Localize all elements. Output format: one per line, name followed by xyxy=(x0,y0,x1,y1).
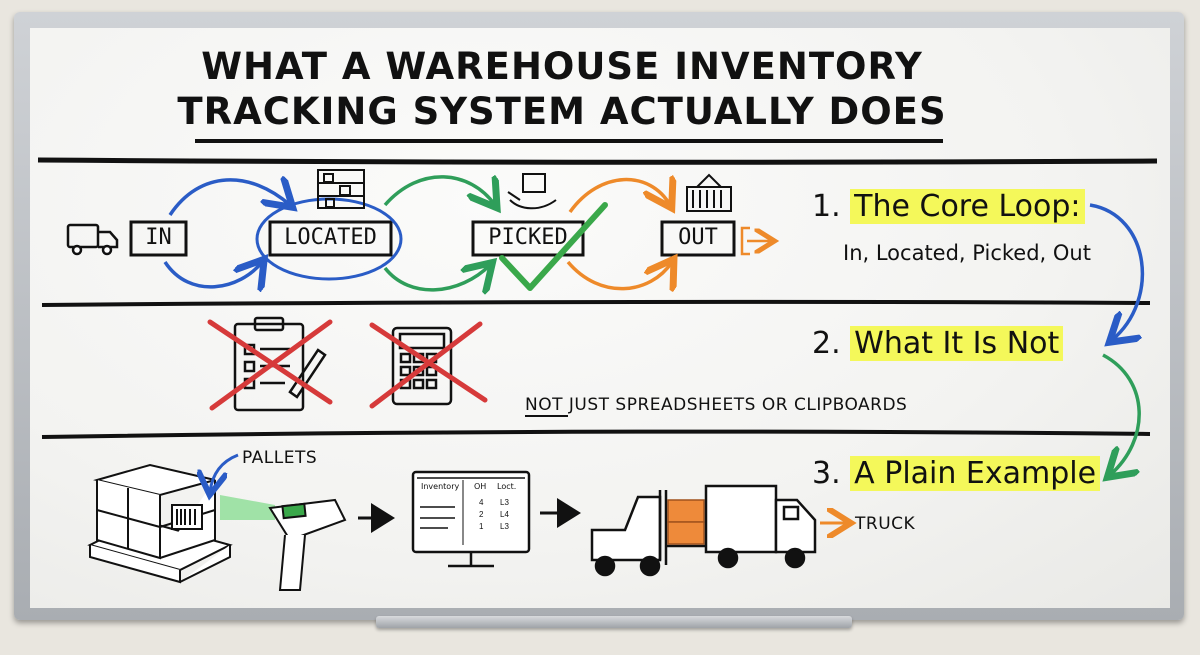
forklift-icon xyxy=(590,490,705,577)
screen-header-loc: Loct. xyxy=(497,482,517,491)
scan-beam xyxy=(220,495,275,520)
computer-monitor-icon xyxy=(411,470,531,568)
section-1-title: The Core Loop: xyxy=(850,189,1085,224)
marker-tray xyxy=(376,616,852,628)
divider-2 xyxy=(41,299,1151,307)
arrow-located-picked-bottom xyxy=(383,265,490,290)
section-3-heading: 3. A Plain Example xyxy=(812,456,1101,491)
screen-row-3-oh: 1 xyxy=(479,522,484,531)
truck-label: TRUCK xyxy=(855,514,916,534)
exit-icon xyxy=(740,226,772,256)
hand-box-icon xyxy=(507,173,557,210)
arrow-in-located-top xyxy=(168,180,290,216)
picked-box xyxy=(471,220,585,257)
delivery-truck-icon xyxy=(66,223,119,256)
section-1-heading: 1. The Core Loop: xyxy=(812,189,1085,224)
orange-cargo-icon xyxy=(667,499,705,545)
divider-3 xyxy=(41,429,1151,439)
screen-row-1-oh: 4 xyxy=(479,498,484,507)
connector-arrow-1-2 xyxy=(1089,203,1145,340)
loop-label-picked: PICKED xyxy=(488,225,568,250)
in-box xyxy=(129,220,188,257)
loop-label-located: LOCATED xyxy=(284,225,377,250)
barcode-scanner-icon xyxy=(268,498,347,591)
section-1-subtext: In, Located, Picked, Out xyxy=(843,241,1091,265)
pallets-label: PALLETS xyxy=(242,448,318,468)
pallets-arrow xyxy=(210,453,239,492)
divider-1 xyxy=(37,157,1158,165)
section-2-detail: JUST SPREADSHEETS OR CLIPBOARDS xyxy=(568,395,908,415)
clipboard-icon xyxy=(233,316,327,412)
screen-row-2-oh: 2 xyxy=(479,510,484,519)
container-icon xyxy=(686,173,732,212)
not-emphasis: NOT xyxy=(525,395,563,415)
screen-row-2-loc: L4 xyxy=(500,510,509,519)
section-3-number: 3. xyxy=(812,456,841,491)
section-1-number: 1. xyxy=(812,189,841,224)
arrow-picked-out-bottom xyxy=(566,262,672,289)
screen-row-1-loc: L3 xyxy=(500,498,509,507)
screen-header-oh: OH xyxy=(474,482,487,491)
shelving-icon xyxy=(317,169,365,209)
section-2-title: What It Is Not xyxy=(850,326,1064,361)
located-box xyxy=(268,220,393,257)
box-truck-icon xyxy=(704,484,817,569)
arrow-in-located-bottom xyxy=(163,262,262,287)
section-3-title: A Plain Example xyxy=(850,456,1101,491)
section-2-number: 2. xyxy=(812,326,841,361)
screen-row-3-loc: L3 xyxy=(500,522,509,531)
loop-label-in: IN xyxy=(145,225,172,250)
page-title-line2: TRACKING SYSTEM ACTUALLY DOES xyxy=(177,90,947,133)
loop-label-out: OUT xyxy=(678,225,718,250)
connector-arrow-2-3 xyxy=(1102,353,1141,475)
arrow-located-picked-top xyxy=(383,177,495,205)
arrow-picked-out-top xyxy=(568,180,670,212)
screen-header-inventory: Inventory xyxy=(421,482,460,491)
pallet-boxes-icon xyxy=(87,463,233,584)
page-title-line1: WHAT A WAREHOUSE INVENTORY xyxy=(201,45,923,88)
cross-out-mark xyxy=(369,321,488,409)
section-2-heading: 2. What It Is Not xyxy=(812,326,1064,361)
out-box xyxy=(660,220,736,257)
section-2-subtext: NOT JUST SPREADSHEETS OR CLIPBOARDS xyxy=(525,395,907,415)
cross-out-mark xyxy=(207,319,333,411)
check-mark-icon xyxy=(499,202,608,291)
